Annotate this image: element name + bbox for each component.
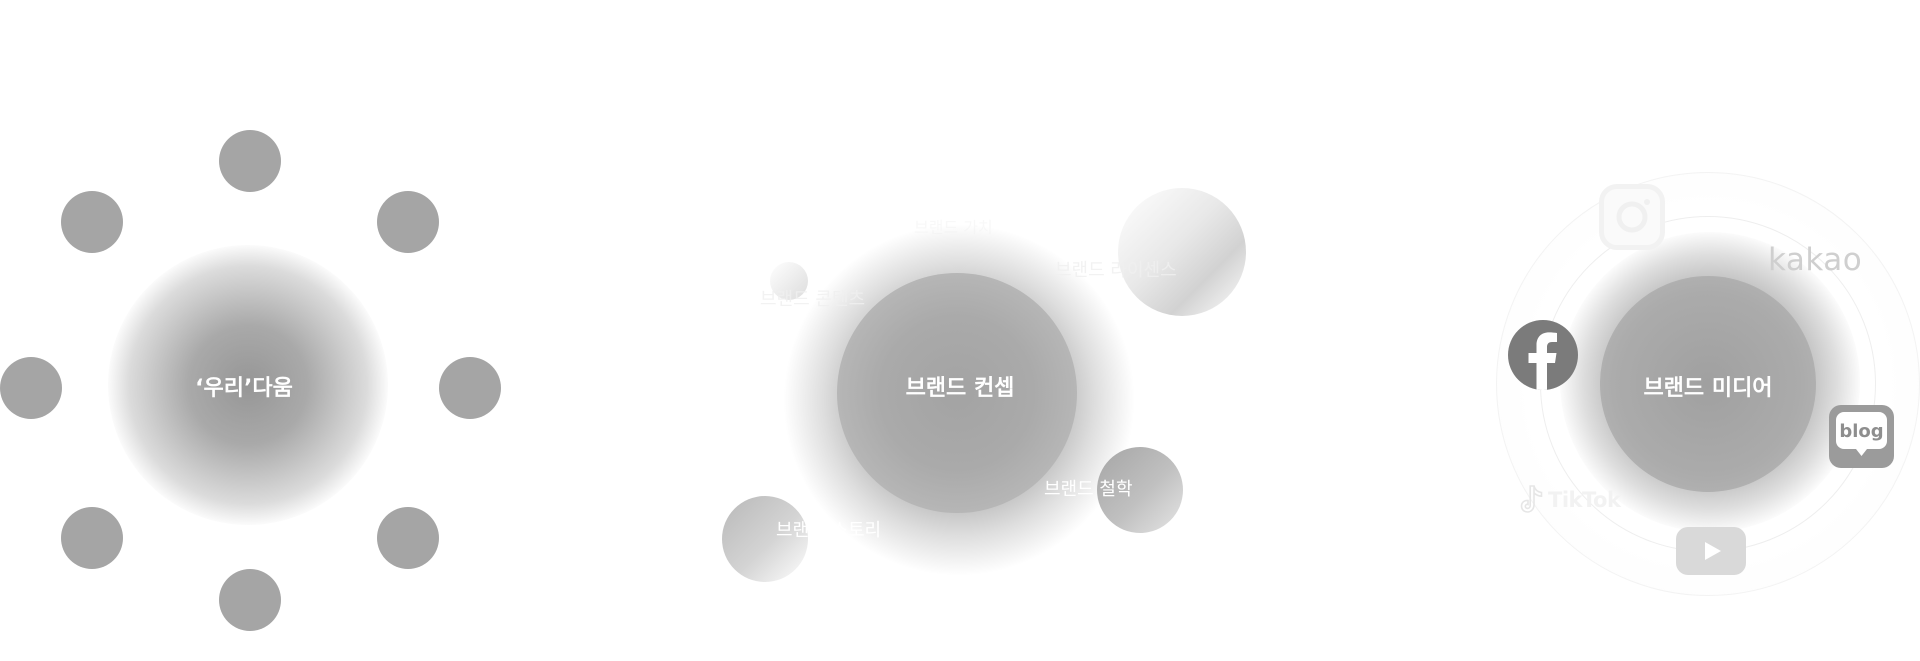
brand-media-core[interactable] <box>1600 276 1816 492</box>
brand-philosophy-label: 브랜드 철학 <box>1044 479 1133 500</box>
facebook-icon[interactable] <box>1508 320 1578 390</box>
tiktok-label[interactable]: TikTok <box>1548 488 1621 512</box>
brand-concept-center-label: 브랜드 컨셉 <box>905 376 1015 401</box>
woori-dot-top-left[interactable] <box>61 191 123 253</box>
blog-icon[interactable]: blog <box>1829 405 1894 468</box>
kakao-icon[interactable]: kakao <box>1768 242 1863 278</box>
youtube-icon[interactable] <box>1676 527 1746 575</box>
brand-license-bubble[interactable] <box>1118 188 1246 316</box>
instagram-icon[interactable] <box>1599 184 1665 250</box>
woori-dot-bottom-right[interactable] <box>377 507 439 569</box>
brand-story-bubble[interactable] <box>722 496 808 582</box>
woori-dot-top-right[interactable] <box>377 191 439 253</box>
blog-icon-text: blog <box>1839 421 1883 442</box>
brand-content-bubble[interactable] <box>770 262 808 300</box>
brand-story-label: 브랜드 스토리 <box>776 520 882 541</box>
woori-center-glow <box>108 245 388 525</box>
brand-media-center-label: 브랜드 미디어 <box>1643 376 1773 401</box>
brand-content-label: 브랜드 콘텐츠 <box>760 289 866 310</box>
woori-dot-bottom-left[interactable] <box>61 507 123 569</box>
woori-center-label: ‘우리’다움 <box>195 376 293 401</box>
brand-philosophy-bubble[interactable] <box>1097 447 1183 533</box>
woori-dot-right[interactable] <box>439 357 501 419</box>
woori-dot-left[interactable] <box>0 357 62 419</box>
brand-value-label: 브랜드 가치 <box>914 218 993 237</box>
woori-dot-top[interactable] <box>219 130 281 192</box>
brand-concept-core[interactable] <box>837 273 1077 513</box>
brand-license-label: 브랜드 라이센스 <box>1055 260 1177 281</box>
woori-dot-bottom[interactable] <box>219 569 281 631</box>
tiktok-icon[interactable] <box>1518 484 1546 516</box>
